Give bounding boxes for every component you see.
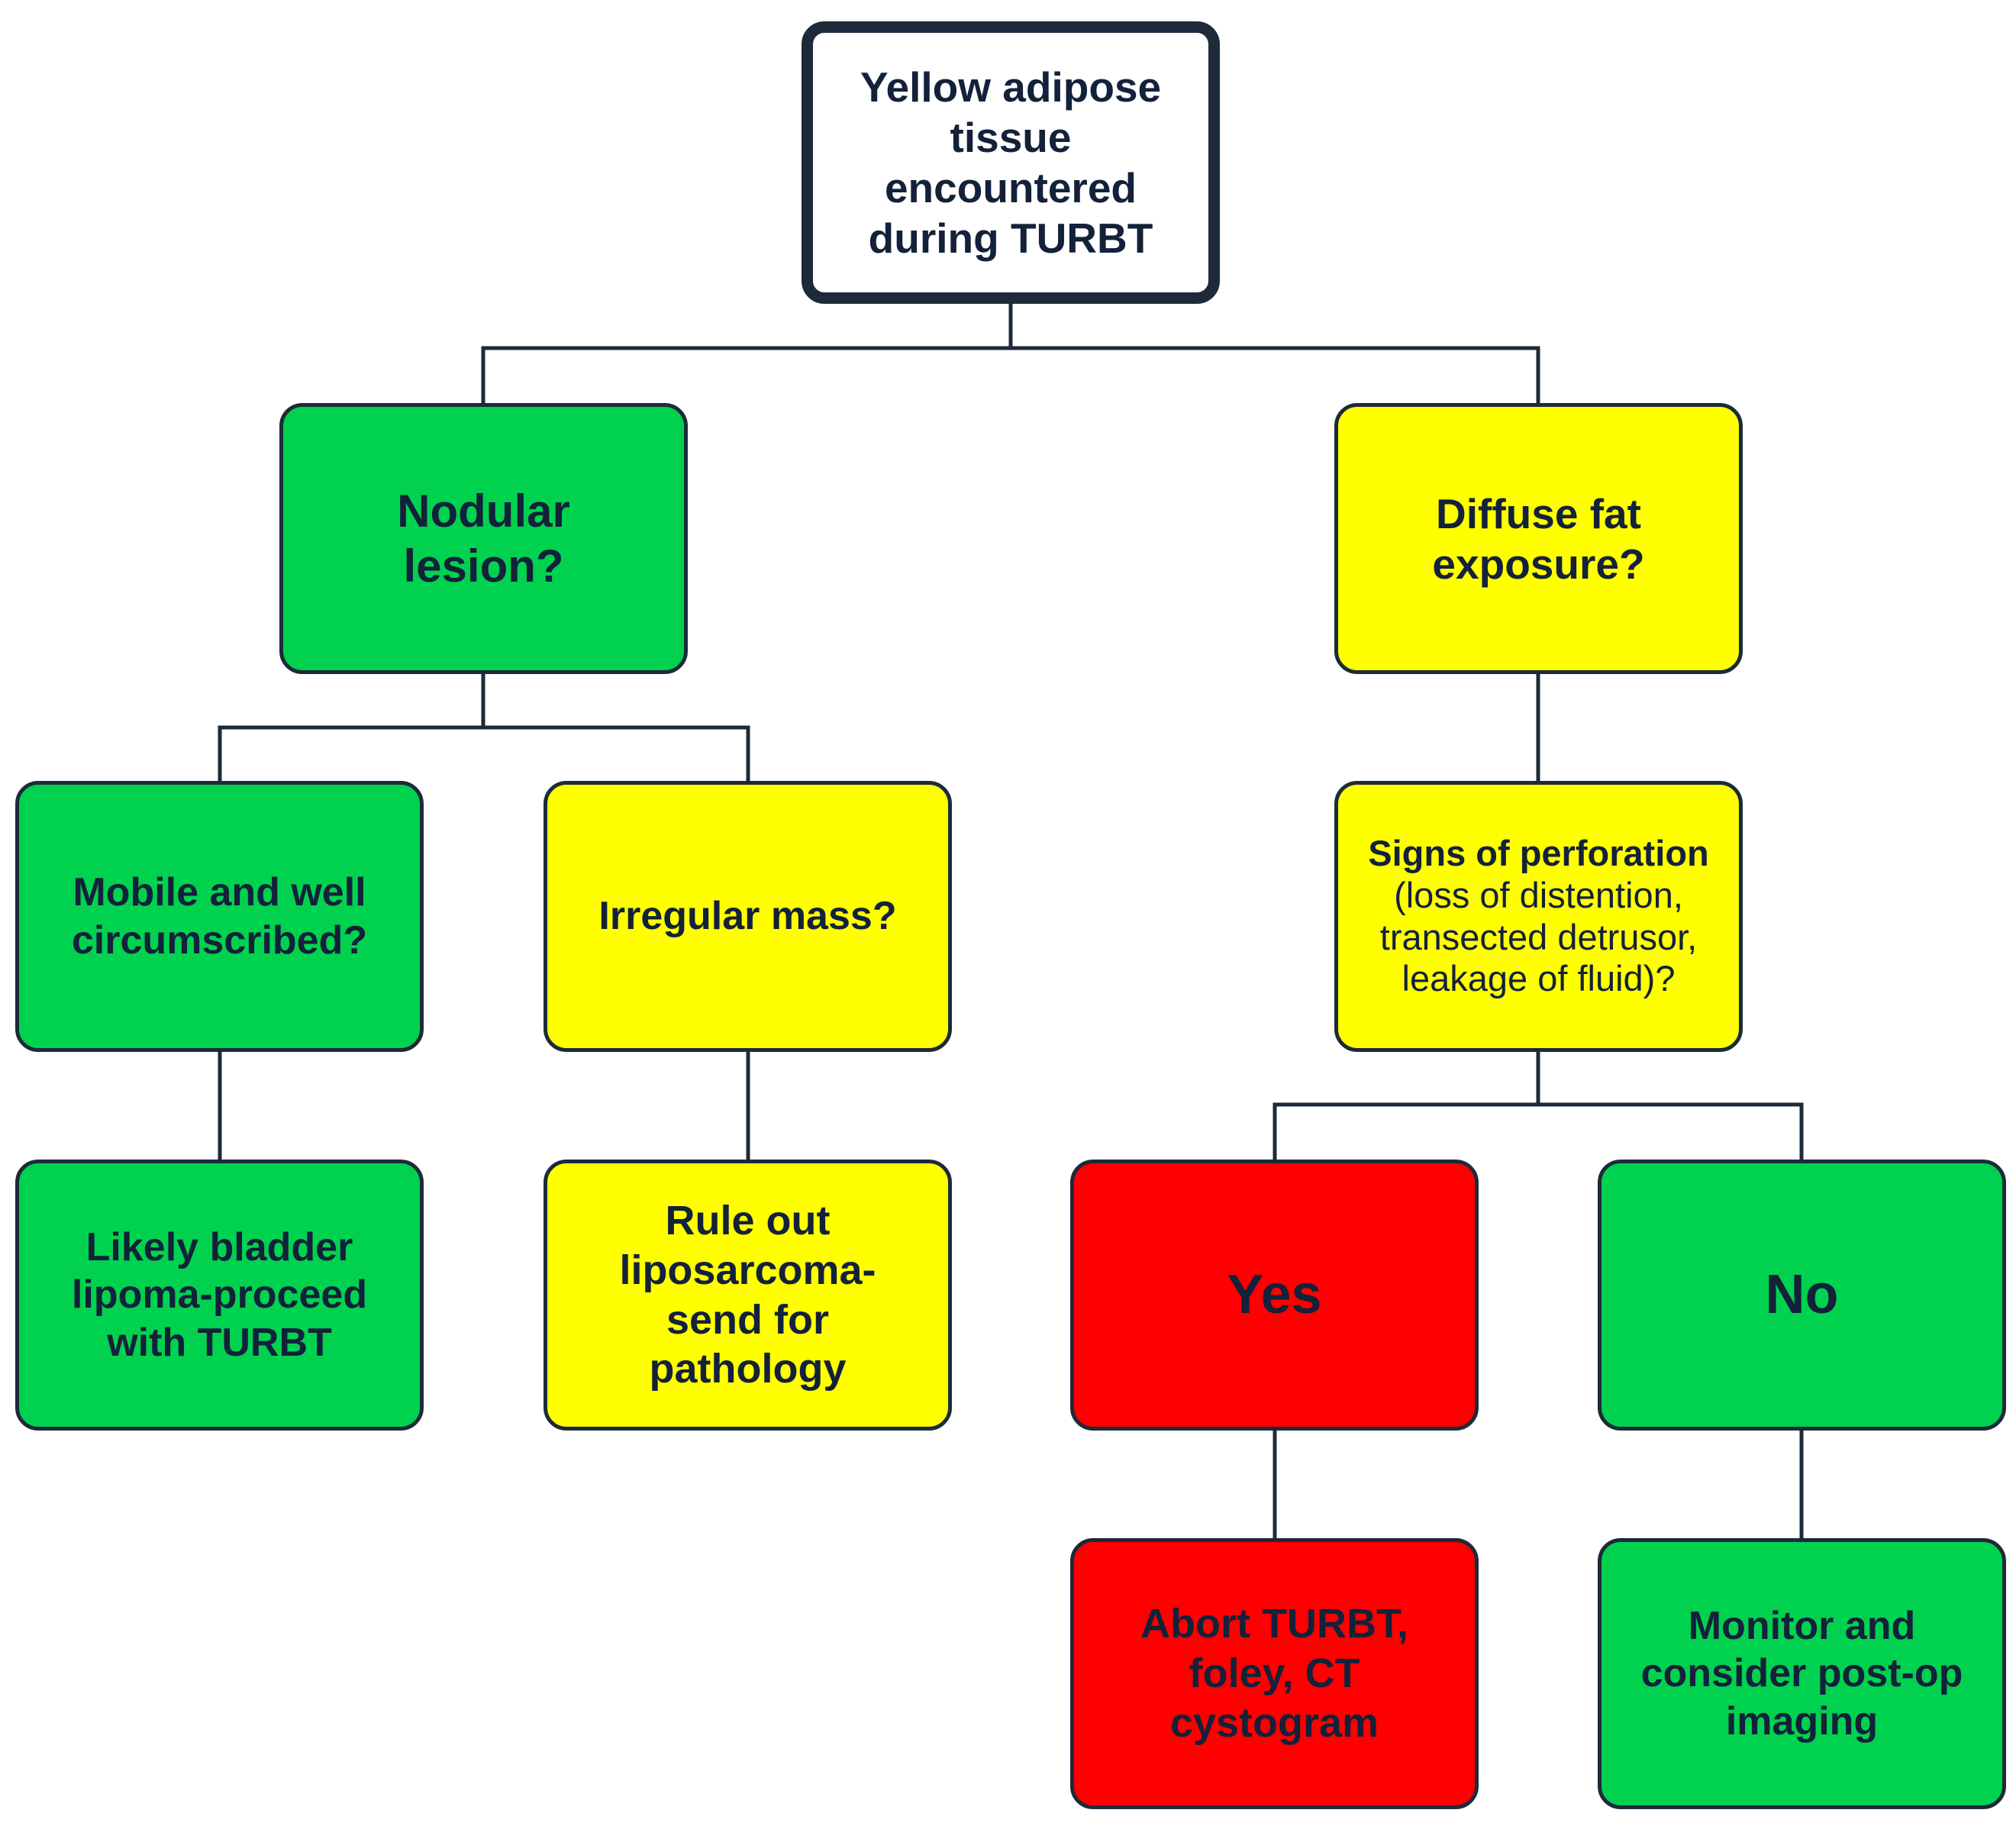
yes-node: Yes [1070, 1160, 1479, 1431]
liposarcoma-text: Rule out liposarcoma-send for pathology [619, 1197, 876, 1392]
irregular-mass-node: Irregular mass? [544, 781, 952, 1052]
no-node: No [1598, 1160, 2006, 1431]
connector-perforation-branch-right [1538, 1102, 1804, 1160]
abort-text: Abort TURBT, foley, CT cystogram [1140, 1601, 1408, 1746]
perforation-node: Signs of perforation (loss of distention… [1334, 781, 1743, 1052]
connector-root-branch-right [1011, 346, 1540, 403]
connector-perforation-branch [1272, 1052, 1540, 1160]
perforation-detail-text: (loss of distention, transected detrusor… [1379, 874, 1698, 999]
connector-nodular-branch-right [483, 725, 750, 781]
yes-text: Yes [1227, 1264, 1322, 1326]
lipoma-text: Likely bladder lipoma-proceed with TURBT [71, 1224, 368, 1365]
connector-nodular-branch [218, 674, 485, 781]
irregular-mass-text: Irregular mass? [598, 894, 897, 939]
liposarcoma-node: Rule out liposarcoma-send for pathology [544, 1160, 952, 1431]
diffuse-fat-node: Diffuse fat exposure? [1334, 403, 1743, 674]
mobile-circumscribed-text: Mobile and well circumscribed? [71, 870, 368, 963]
root-node: Yellow adipose tissue encountered during… [802, 21, 1220, 304]
connector-root-branch [481, 299, 1013, 403]
lipoma-node: Likely bladder lipoma-proceed with TURBT [15, 1160, 424, 1431]
nodular-lesion-text: Nodular lesion? [397, 485, 570, 592]
no-text: No [1765, 1264, 1839, 1326]
monitor-node: Monitor and consider post-op imaging [1598, 1538, 2006, 1809]
diffuse-fat-text: Diffuse fat exposure? [1432, 489, 1645, 588]
nodular-lesion-node: Nodular lesion? [279, 403, 688, 674]
mobile-circumscribed-node: Mobile and well circumscribed? [15, 781, 424, 1052]
monitor-text: Monitor and consider post-op imaging [1640, 1603, 1963, 1744]
perforation-bold-text: Signs of perforation [1368, 832, 1709, 873]
root-node-text: Yellow adipose tissue encountered during… [860, 63, 1162, 262]
abort-node: Abort TURBT, foley, CT cystogram [1070, 1538, 1479, 1809]
perforation-text: Signs of perforation (loss of distention… [1353, 833, 1724, 1001]
